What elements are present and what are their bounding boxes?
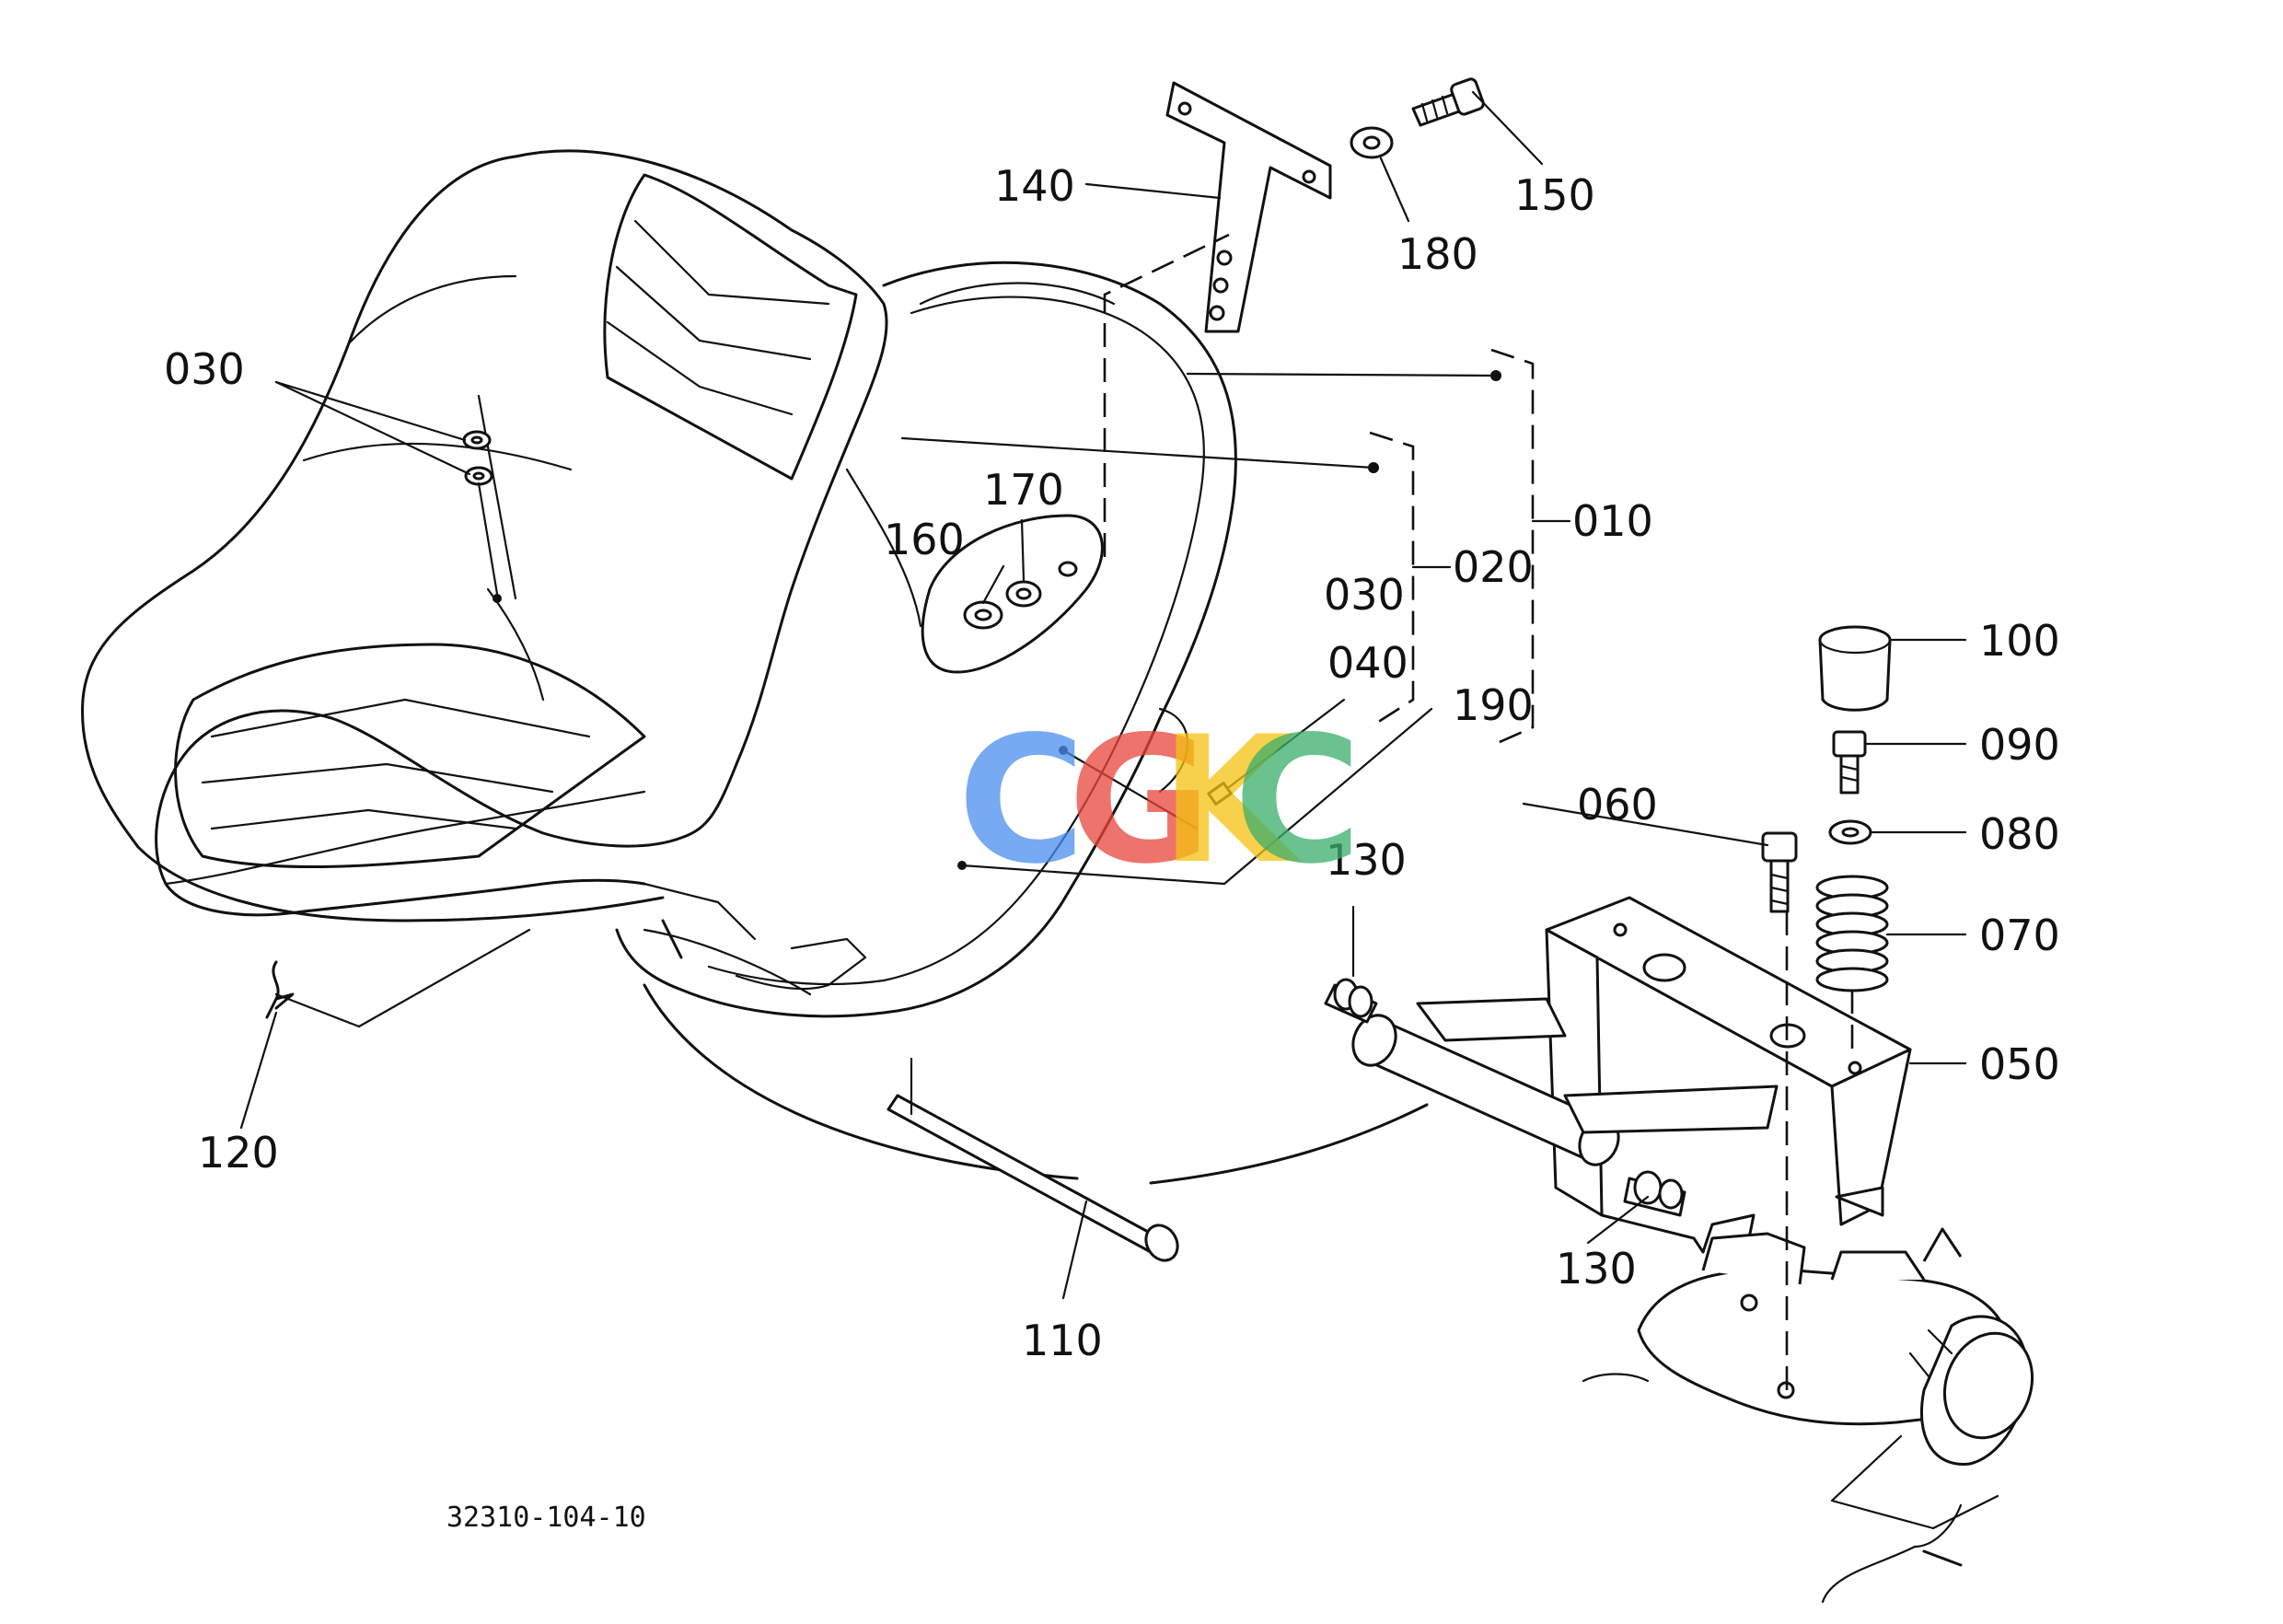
- part-060-bolt: [1761, 831, 1798, 913]
- group-bracket-010: [1490, 348, 1535, 748]
- callout-140: 140: [994, 161, 1075, 211]
- leader-140-to-pad: [1103, 233, 1230, 557]
- callout-070: 070: [1979, 911, 2060, 960]
- callout-020: 020: [1453, 542, 1534, 592]
- callout-060: 060: [1577, 780, 1658, 829]
- pivot-arc-right: [1149, 1103, 1429, 1185]
- part-140-bracket: [1165, 81, 1332, 333]
- pivot-arc: [643, 983, 1079, 1180]
- watermark-letter-4: C: [1234, 699, 1362, 902]
- callout-150: 150: [1514, 170, 1595, 220]
- callout-030-left: 030: [164, 344, 245, 394]
- callout-040: 040: [1327, 638, 1408, 688]
- callout-170: 170: [983, 465, 1064, 515]
- part-070-spring: [1815, 875, 1889, 992]
- part-030-left-washers: [462, 430, 502, 603]
- callout-130-top: 130: [1326, 835, 1407, 885]
- callout-030-right: 030: [1324, 570, 1405, 620]
- part-160-nut: [963, 600, 1003, 630]
- mounting-frame: [1582, 1227, 2034, 1604]
- callout-010: 010: [1572, 496, 1653, 546]
- callout-050: 050: [1979, 1039, 2060, 1089]
- part-130-bushings: [1324, 978, 1686, 1217]
- callout-080: 080: [1979, 809, 2060, 859]
- seat-cushion: [81, 149, 888, 922]
- watermark-letter-3: K: [1160, 699, 1301, 902]
- callout-180: 180: [1397, 229, 1478, 279]
- callout-120: 120: [198, 1128, 279, 1177]
- part-120-clip: [265, 960, 295, 1019]
- callout-090: 090: [1979, 720, 2060, 770]
- part-040-pin: [1207, 782, 1233, 806]
- part-050-tube: [1351, 997, 1779, 1166]
- callout-160: 160: [884, 515, 965, 564]
- drawing-number: 32310-104-10: [446, 1502, 646, 1534]
- watermark-logo: C G K C: [957, 699, 1362, 902]
- leader-lines: [239, 90, 1967, 1300]
- part-100-cap: [1818, 625, 1892, 712]
- part-180-washer: [1350, 126, 1394, 159]
- callout-130-bottom: 130: [1556, 1244, 1637, 1293]
- callout-110: 110: [1022, 1316, 1103, 1365]
- seat-pan: [615, 261, 1237, 1018]
- part-080-washer: [1828, 819, 1872, 845]
- callout-190: 190: [1453, 680, 1534, 730]
- part-150-bolt: [1411, 77, 1485, 127]
- part-170-washer: [1005, 561, 1078, 608]
- group-bracket-020: [1369, 431, 1415, 729]
- part-090-bolt: [1832, 730, 1867, 795]
- part-110-rod: [887, 1057, 1179, 1262]
- watermark-letter-1: C: [957, 699, 1085, 902]
- watermark-letter-2: G: [1068, 699, 1211, 902]
- callout-100: 100: [1979, 616, 2060, 666]
